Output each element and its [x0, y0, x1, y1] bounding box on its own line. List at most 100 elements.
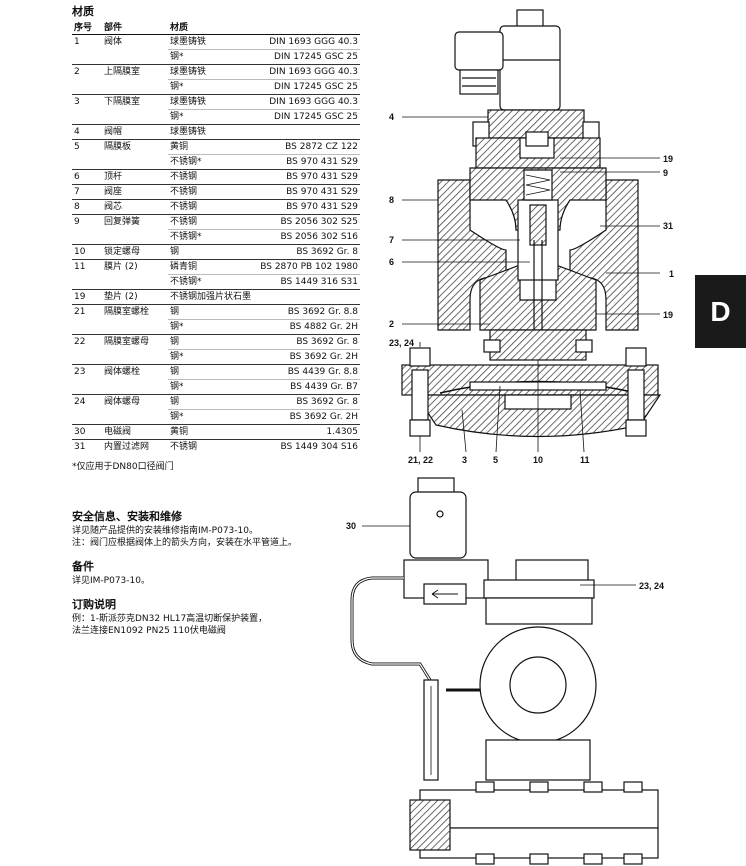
row-standard: BS 4439 Gr. B7 [255, 379, 360, 395]
row-part: 上隔膜室 [102, 64, 168, 80]
valve-plug [529, 204, 547, 246]
callout-3: 3 [462, 455, 467, 465]
row-no: 19 [72, 289, 102, 305]
row-standard [255, 289, 360, 305]
spares-text: 详见IM-P073-10。 [72, 576, 150, 586]
row-material: 球墨铸铁 [168, 94, 256, 110]
row-part: 锁定螺母 [102, 244, 168, 260]
callout-19-bottom: 19 [663, 310, 673, 320]
row-part: 垫片 (2) [102, 289, 168, 305]
row-material: 钢* [168, 79, 256, 95]
lower-flange [419, 789, 659, 829]
materials-footnote: *仅应用于DN80口径阀门 [72, 462, 174, 472]
materials-row: 钢*BS 4439 Gr. B7 [72, 379, 360, 395]
row-material: 黄铜 [168, 424, 256, 440]
row-material: 钢* [168, 49, 256, 65]
row-standard: BS 3692 Gr. 8 [255, 394, 360, 410]
callout-23-24-top: 23, 24 [389, 338, 414, 348]
row-part: 膜片 (2) [102, 259, 168, 275]
row-no: 30 [72, 424, 102, 440]
ordering-text: 例：1-斯派莎克DN32 HL17高温切断保护装置，法兰连接EN1092 PN2… [72, 613, 352, 637]
row-standard: BS 3692 Gr. 2H [255, 409, 360, 425]
row-part: 电磁阀 [102, 424, 168, 440]
callout-31: 31 [663, 221, 673, 231]
callout-1: 1 [669, 269, 674, 279]
row-material: 不锈钢 [168, 214, 256, 230]
row-standard: BS 970 431 S29 [255, 169, 360, 185]
callout-8: 8 [389, 195, 394, 205]
row-standard: BS 3692 Gr. 8.8 [255, 304, 360, 320]
row-material: 黄铜 [168, 139, 256, 155]
assembly-view [350, 477, 659, 865]
row-no: 5 [72, 139, 102, 155]
sectional-view [401, 9, 662, 453]
row-material: 球墨铸铁 [168, 124, 256, 140]
row-no: 1 [72, 34, 102, 50]
row-material: 不锈钢 [168, 169, 256, 185]
row-no: 22 [72, 334, 102, 350]
row-no: 7 [72, 184, 102, 200]
row-material: 不锈钢 [168, 199, 256, 215]
row-part: 内置过滤网 [102, 439, 168, 454]
row-no: 24 [72, 394, 102, 410]
row-standard: BS 4882 Gr. 2H [255, 319, 360, 335]
row-part: 阀体 [102, 34, 168, 50]
safety-text: 详见随产品提供的安装维修指南IM-P073-10。注：阀门应根据阀体上的箭头方向… [72, 525, 352, 549]
row-no: 9 [72, 214, 102, 230]
row-no: 2 [72, 64, 102, 80]
solenoid-connector [454, 31, 504, 71]
row-no: 4 [72, 124, 102, 140]
row-standard: BS 2056 302 S25 [255, 214, 360, 230]
row-standard: BS 1449 316 S31 [255, 274, 360, 290]
row-material: 钢* [168, 409, 256, 425]
materials-row: 钢*BS 4882 Gr. 2H [72, 319, 360, 335]
materials-row: 钢*BS 3692 Gr. 2H [72, 349, 360, 365]
row-standard: DIN 1693 GGG 40.3 [255, 94, 360, 110]
materials-row: 不锈钢*BS 2056 302 S16 [72, 229, 360, 245]
row-material: 钢* [168, 109, 256, 125]
row-part: 阀体螺母 [102, 394, 168, 410]
callout-23-24-bottom: 23, 24 [639, 581, 664, 591]
row-material: 磷青铜 [168, 259, 256, 275]
row-no: 21 [72, 304, 102, 320]
callout-7: 7 [389, 235, 394, 245]
ordering-title: 订购说明 [72, 598, 116, 611]
row-standard: DIN 1693 GGG 40.3 [255, 34, 360, 50]
row-part: 隔膜室螺母 [102, 334, 168, 350]
diaphragm-chamber-circle [479, 626, 597, 744]
callout-6: 6 [389, 257, 394, 267]
right-nut-top [625, 347, 647, 367]
row-standard: BS 3692 Gr. 8 [255, 244, 360, 260]
safety-line1: 详见随产品提供的安装维修指南IM-P073-10。 [72, 526, 258, 536]
left-nut-top [409, 347, 431, 367]
row-part: 阀体螺栓 [102, 364, 168, 380]
row-material: 钢 [168, 334, 256, 350]
row-material: 钢* [168, 349, 256, 365]
materials-header-row: 序号 部件 材质 [72, 19, 360, 35]
materials-title: 材质 [72, 5, 94, 18]
ordering-section: 订购说明 例：1-斯派莎克DN32 HL17高温切断保护装置，法兰连接EN109… [72, 596, 352, 637]
callout-9: 9 [663, 168, 668, 178]
callout-4: 4 [389, 112, 394, 122]
row-material: 不锈钢* [168, 274, 256, 290]
row-part: 隔膜室螺栓 [102, 304, 168, 320]
row-part: 下隔膜室 [102, 94, 168, 110]
row-standard [255, 124, 360, 140]
row-standard: DIN 17245 GSC 25 [255, 79, 360, 95]
row-standard: BS 3692 Gr. 8 [255, 334, 360, 350]
solenoid-valve [409, 491, 467, 559]
row-material: 球墨铸铁 [168, 34, 256, 50]
row-standard: 1.4305 [255, 424, 360, 440]
row-no: 3 [72, 94, 102, 110]
row-no: 31 [72, 439, 102, 454]
